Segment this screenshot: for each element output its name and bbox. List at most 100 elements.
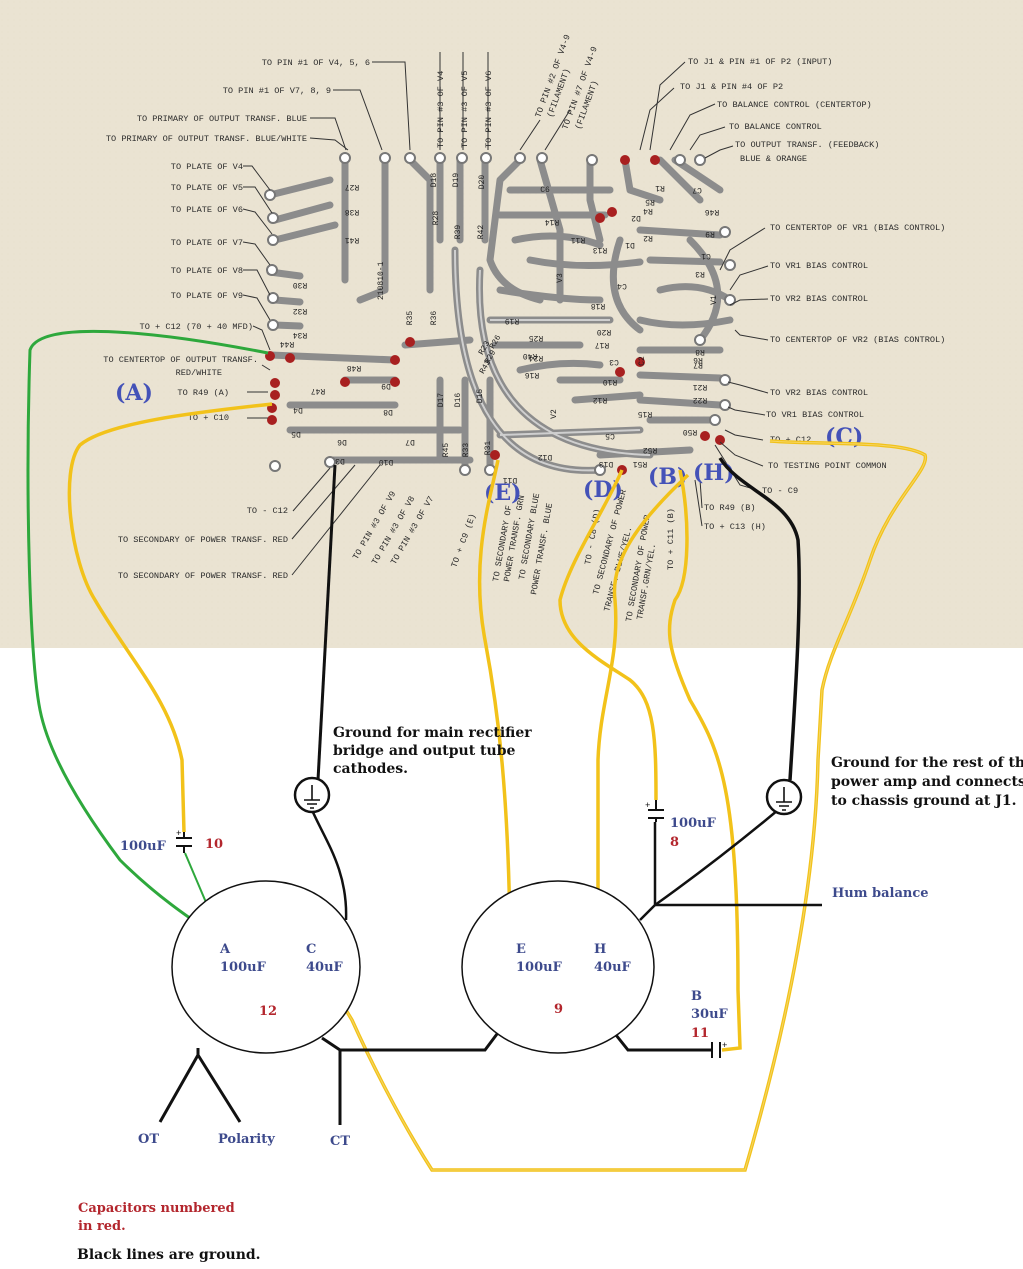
part-label: R2	[643, 233, 653, 242]
part-label: D2	[631, 213, 641, 222]
capacitor-can-12: A 100uF C 40uF 12	[171, 880, 361, 1054]
ot-polarity-leads	[158, 1048, 242, 1123]
part-label: V3	[556, 273, 565, 283]
part-label: R44	[280, 339, 295, 348]
svg-text:Ground for the rest of the: Ground for the rest of the	[831, 755, 1023, 771]
left-label: TO - C12	[247, 506, 288, 516]
part-label: D20	[478, 175, 487, 190]
right-label: TO BALANCE CONTROL	[729, 122, 822, 132]
can12-c-label: C	[306, 942, 316, 957]
ground-bus	[340, 1029, 502, 1052]
left-label: TO PIN #1 OF V7, 8, 9	[223, 86, 331, 96]
left-label: TO R49 (A)	[177, 388, 229, 398]
right-label: TO J1 & PIN #4 OF P2	[680, 82, 783, 92]
top-vertical-label: TO PIN #3 OF V4	[436, 71, 446, 148]
part-label: C1	[701, 251, 711, 260]
part-label: D10	[379, 457, 394, 466]
right-label: TO CENTERTOP OF VR2 (BIAS CONTROL)	[770, 335, 945, 345]
part-label: R3	[695, 269, 705, 278]
marker-c: (C)	[825, 424, 863, 450]
svg-text:cathodes.: cathodes.	[333, 761, 408, 777]
ground-symbol-rest	[765, 778, 803, 816]
can9-h-value: 40uF	[594, 960, 632, 975]
part-label: D4	[293, 405, 303, 414]
part-label: R15	[638, 409, 653, 418]
part-label: C7	[692, 185, 702, 194]
terminal-polarity: Polarity	[218, 1132, 275, 1147]
part-label: R19	[505, 316, 520, 325]
part-label: R42	[477, 225, 486, 240]
c8-value: 100uF	[670, 816, 717, 831]
ground-ct	[321, 1036, 342, 1125]
svg-text:+: +	[645, 801, 650, 811]
left-label: TO PLATE OF V4	[171, 162, 243, 172]
note-hum-balance: Hum balance	[832, 886, 929, 901]
part-label: R5	[645, 197, 655, 206]
part-label: R35	[406, 311, 415, 326]
c11-value: 30uF	[691, 1007, 729, 1022]
part-label: C4	[617, 281, 627, 290]
right-label: TO VR1 BIAS CONTROL	[766, 410, 864, 420]
part-label: R17	[595, 340, 610, 349]
part-label: D13	[599, 459, 614, 468]
right-label: TO + C12	[770, 435, 811, 445]
part-label: R11	[571, 235, 586, 244]
left-label: TO PLATE OF V6	[171, 205, 243, 215]
part-label: R30	[293, 280, 308, 289]
part-label: D3	[335, 456, 345, 465]
marker-h: (H)	[693, 460, 735, 486]
leader-lines	[242, 52, 769, 576]
note-ground-rest: Ground for the rest of the power amp and…	[831, 755, 1023, 809]
part-label: R45	[442, 443, 451, 458]
part-label: V1	[710, 295, 719, 305]
pcb-pads	[264, 152, 736, 476]
part-label: D6	[337, 437, 347, 446]
left-label: TO PLATE OF V7	[171, 238, 243, 248]
note-ground-main: Ground for main rectifier bridge and out…	[333, 725, 532, 777]
part-label: R1	[655, 183, 665, 192]
c8-ground-wire	[639, 822, 657, 921]
left-label: TO PLATE OF V5	[171, 183, 243, 193]
capacitor-10-symbol: +	[176, 829, 192, 853]
part-label: D11	[503, 475, 518, 484]
left-label: TO PIN #1 OF V4, 5, 6	[262, 58, 370, 68]
part-label: R9	[705, 229, 715, 238]
part-label: C5	[605, 431, 615, 440]
part-label: R33	[462, 443, 471, 458]
left-label: TO PLATE OF V9	[171, 291, 243, 301]
part-label: R13	[593, 245, 608, 254]
can9-h-label: H	[594, 942, 606, 957]
right-label: TO BALANCE CONTROL (CENTERTOP)	[717, 100, 872, 110]
part-label: R48	[347, 363, 362, 372]
part-label: D9	[381, 381, 391, 390]
part-label: R10	[603, 377, 618, 386]
capacitor-can-9: E 100uF H 40uF 9	[461, 880, 655, 1054]
part-label: D18	[430, 173, 439, 188]
part-label: R38	[345, 207, 360, 216]
board-id: 210810-1	[377, 261, 386, 300]
note-black-lines: Black lines are ground.	[77, 1247, 261, 1263]
left-label: RED/WHITE	[176, 368, 222, 378]
yellow-wire-d	[558, 469, 658, 801]
part-label: D12	[538, 452, 553, 461]
left-label: TO + C12 (70 + 40 MFD)	[140, 322, 253, 332]
part-label: R41	[345, 235, 360, 244]
part-label: R24	[529, 353, 544, 362]
part-label: R20	[597, 327, 612, 336]
part-label: R47	[311, 386, 326, 395]
part-label: R16	[525, 370, 540, 379]
capacitor-11-symbol: +	[711, 1041, 727, 1058]
right-label: TO VR1 BIAS CONTROL	[770, 261, 868, 271]
right-label: TO - C9	[762, 486, 798, 496]
part-label: R51	[633, 459, 648, 468]
yellow-wire-h	[596, 473, 690, 930]
part-label: R36	[430, 311, 439, 326]
ground-symbol-main	[293, 776, 331, 814]
right-label: BLUE & ORANGE	[740, 154, 807, 164]
part-label: D8	[383, 407, 393, 416]
part-label: D17	[437, 393, 446, 408]
svg-text:bridge and output tube: bridge and output tube	[333, 743, 515, 759]
svg-text:in red.: in red.	[78, 1219, 126, 1234]
right-label: TO TESTING POINT COMMON	[768, 461, 887, 471]
